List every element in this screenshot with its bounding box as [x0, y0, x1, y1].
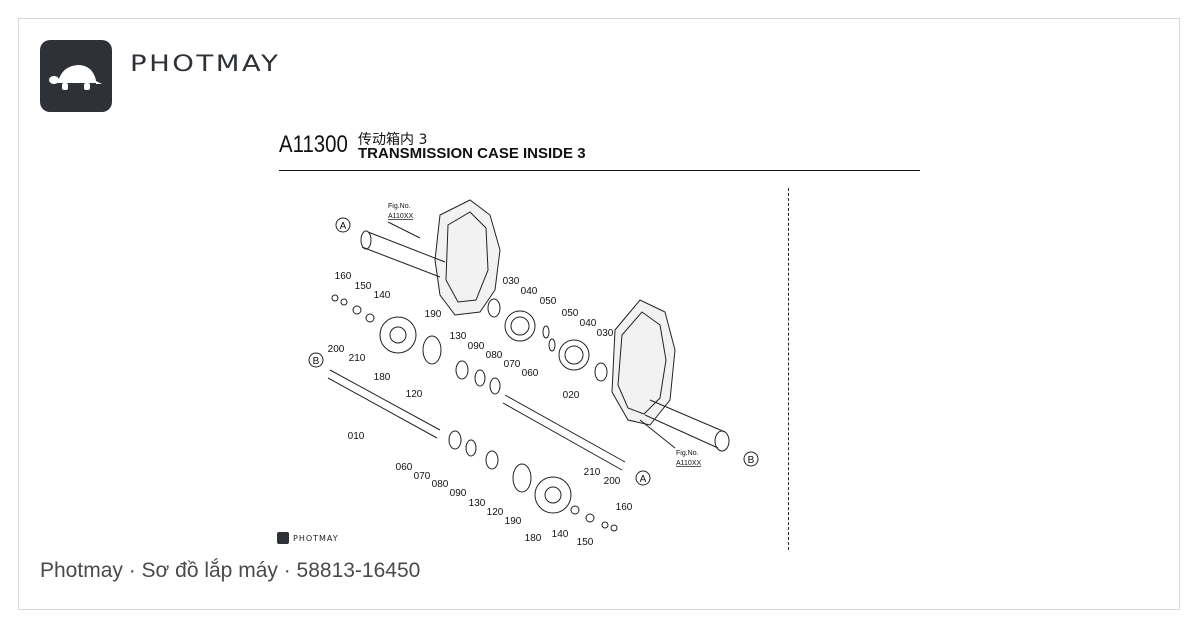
part-label-080[interactable]: 080	[486, 350, 503, 361]
callout-a-top: A	[340, 221, 347, 232]
dashed-divider	[788, 188, 789, 550]
sheet-title-cn: 传动箱内 3	[358, 132, 428, 148]
sheet-code: A11300	[279, 131, 348, 158]
part-label-090[interactable]: 090	[450, 488, 467, 499]
callout-b-right: B	[748, 455, 755, 466]
part-label-010[interactable]: 010	[348, 431, 365, 442]
part-label-180[interactable]: 180	[374, 372, 391, 383]
brand-name: PHOTMAY	[130, 52, 281, 77]
shaft-010	[327, 369, 441, 439]
part-label-210[interactable]: 210	[584, 467, 601, 478]
part-label-210[interactable]: 210	[349, 353, 366, 364]
part-label-150[interactable]: 150	[577, 537, 594, 548]
part-label-190[interactable]: 190	[505, 516, 522, 527]
gear-040-upper	[504, 310, 536, 342]
mini-logo	[277, 532, 289, 544]
part-label-140[interactable]: 140	[552, 529, 569, 540]
part-label-180[interactable]: 180	[525, 533, 542, 544]
bearing-030-lower	[594, 362, 608, 382]
sprocket-180-lower	[534, 476, 572, 514]
fig-no-lower: Fig.No.	[676, 450, 699, 457]
part-label-080[interactable]: 080	[432, 479, 449, 490]
part-label-030[interactable]: 030	[503, 276, 520, 287]
shaft-020	[502, 394, 626, 471]
callout-a-bottom: A	[640, 474, 647, 485]
sprocket-180-upper	[379, 316, 417, 354]
brand-logo[interactable]	[40, 40, 112, 112]
part-label-050[interactable]: 050	[562, 308, 579, 319]
part-label-150[interactable]: 150	[355, 281, 372, 292]
title-rule	[279, 170, 920, 171]
part-label-130[interactable]: 130	[469, 498, 486, 509]
part-label-060[interactable]: 060	[522, 368, 539, 379]
fig-ref-lower[interactable]: A110XX	[676, 460, 701, 467]
mini-brand: PHOTMAY	[293, 534, 339, 543]
housing-left	[434, 199, 501, 316]
part-label-140[interactable]: 140	[374, 290, 391, 301]
part-label-200[interactable]: 200	[328, 344, 345, 355]
part-label-020[interactable]: 020	[563, 390, 580, 401]
part-label-050[interactable]: 050	[540, 296, 557, 307]
tube-lower	[644, 399, 726, 449]
turtle-icon	[49, 65, 102, 90]
part-label-090[interactable]: 090	[468, 341, 485, 352]
part-label-060[interactable]: 060	[396, 462, 413, 473]
fig-no-upper: Fig.No.	[388, 203, 411, 210]
part-label-200[interactable]: 200	[604, 476, 621, 487]
sheet-title-en: TRANSMISSION CASE INSIDE 3	[358, 145, 586, 162]
part-label-120[interactable]: 120	[487, 507, 504, 518]
part-label-130[interactable]: 130	[450, 331, 467, 342]
part-label-040[interactable]: 040	[521, 286, 538, 297]
part-label-030[interactable]: 030	[597, 328, 614, 339]
callout-b-left: B	[313, 356, 320, 367]
page-card	[18, 18, 1180, 610]
part-label-120[interactable]: 120	[406, 389, 423, 400]
fig-ref-upper[interactable]: A110XX	[388, 213, 413, 220]
housing-right	[611, 299, 676, 426]
footer-caption: Photmay · Sơ đồ lắp máy · 58813-16450	[40, 559, 421, 582]
part-label-190[interactable]: 190	[425, 309, 442, 320]
part-label-070[interactable]: 070	[414, 471, 431, 482]
part-label-160[interactable]: 160	[616, 502, 633, 513]
part-label-160[interactable]: 160	[335, 271, 352, 282]
gear-040-lower	[558, 339, 590, 371]
tube-upper	[361, 231, 446, 278]
part-label-070[interactable]: 070	[504, 359, 521, 370]
bearing-030-upper	[487, 298, 501, 318]
part-label-040[interactable]: 040	[580, 318, 597, 329]
